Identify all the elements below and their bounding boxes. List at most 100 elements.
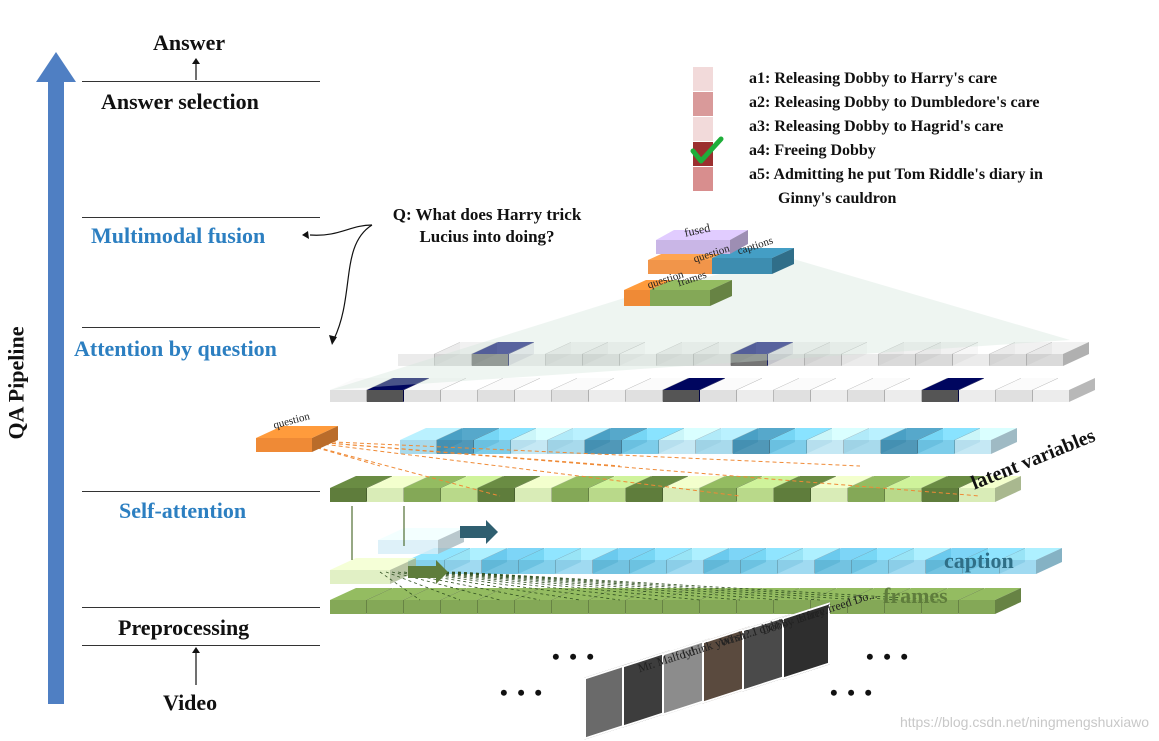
divider-fusion bbox=[82, 217, 320, 218]
attn-back-block-top bbox=[509, 342, 571, 354]
attn-front-block-top bbox=[367, 378, 429, 390]
frames-block-side bbox=[995, 588, 1021, 614]
frames-block-front bbox=[478, 600, 514, 614]
attn-back-block-top bbox=[805, 342, 867, 354]
attn-front-block-top bbox=[515, 378, 577, 390]
caption-block-top bbox=[815, 548, 877, 560]
attention-line bbox=[427, 571, 741, 601]
caption-block-front bbox=[741, 560, 777, 574]
fused-captions-block-side bbox=[772, 248, 794, 274]
latent-frame-block-top bbox=[663, 476, 725, 488]
latent-caption-block-front bbox=[770, 440, 806, 454]
frames-block-front bbox=[515, 600, 551, 614]
attn-front-block-top bbox=[663, 378, 725, 390]
attn-front-block-front bbox=[552, 390, 588, 402]
latent-caption-block-top bbox=[955, 428, 1017, 440]
attn-back-block-top bbox=[620, 342, 682, 354]
frames-block-front bbox=[848, 600, 884, 614]
divider-video bbox=[82, 645, 320, 646]
frames-block-top bbox=[626, 588, 688, 600]
latent-frame-block-top bbox=[367, 476, 429, 488]
caption-block-front bbox=[445, 560, 481, 574]
latent-frame-block-front bbox=[589, 488, 625, 502]
attn-front-block-front bbox=[1033, 390, 1069, 402]
attn-back-block-top bbox=[657, 342, 719, 354]
latent-frame-block-front bbox=[626, 488, 662, 502]
attn-front-block-top bbox=[774, 378, 836, 390]
latent-caption-block-front bbox=[918, 440, 954, 454]
latent-caption-block-top bbox=[733, 428, 795, 440]
latent-frame-block-top bbox=[626, 476, 688, 488]
frames-block-top bbox=[663, 588, 725, 600]
attn-front-block-top bbox=[441, 378, 503, 390]
latent-caption-block-front bbox=[437, 440, 473, 454]
attn-front-block-front bbox=[996, 390, 1032, 402]
latent-caption-block-top bbox=[807, 428, 869, 440]
caption-block-top bbox=[1000, 548, 1062, 560]
stage-attention-by-question: Attention by question bbox=[74, 336, 277, 361]
attn-front-block-top bbox=[959, 378, 1021, 390]
latent-frame-block-top bbox=[552, 476, 614, 488]
fused-question-block-front bbox=[624, 290, 650, 306]
latent-caption-block-front bbox=[807, 440, 843, 454]
attn-front-block-top bbox=[404, 378, 466, 390]
caption-block-top bbox=[963, 548, 1025, 560]
latent-frame-block-top bbox=[737, 476, 799, 488]
attn-back-block-front bbox=[583, 354, 619, 366]
frames-block-top bbox=[367, 588, 429, 600]
latent-caption-block-top bbox=[548, 428, 610, 440]
attn-back-block-top bbox=[916, 342, 978, 354]
caption-block-top bbox=[630, 548, 692, 560]
latent-frame-block-top bbox=[330, 476, 392, 488]
attn-front-block-front bbox=[959, 390, 995, 402]
answer-a3: a3: Releasing Dobby to Hagrid's care bbox=[749, 118, 1004, 135]
caption-arrow-icon bbox=[460, 520, 498, 544]
latent-caption-block-front bbox=[659, 440, 695, 454]
question-text: Q: What does Harry trick Lucius into doi… bbox=[392, 205, 582, 246]
attention-line bbox=[415, 571, 661, 601]
attn-front-block-front bbox=[922, 390, 958, 402]
latent-frame-block-front bbox=[811, 488, 847, 502]
latent-frame-block-front bbox=[848, 488, 884, 502]
latent-frame-block-front bbox=[330, 488, 366, 502]
latent-caption-block-top bbox=[585, 428, 647, 440]
attn-back-block-front bbox=[1027, 354, 1063, 366]
latent-caption-block-top bbox=[696, 428, 758, 440]
attn-back-block-top bbox=[583, 342, 645, 354]
caption-block-front bbox=[519, 560, 555, 574]
attn-back-block-front bbox=[916, 354, 952, 366]
frames-block-front bbox=[626, 600, 662, 614]
attention-line bbox=[451, 571, 901, 601]
latent-caption-block-front bbox=[474, 440, 510, 454]
fused-frames-block-front bbox=[650, 290, 710, 306]
attn-front-block-front bbox=[737, 390, 773, 402]
attn-back-block-top bbox=[398, 342, 460, 354]
fused-frames-block-side bbox=[710, 280, 732, 306]
caption-block-front bbox=[852, 560, 888, 574]
stage-answer: Answer bbox=[153, 30, 226, 55]
fused-question2-block-front bbox=[648, 260, 720, 274]
latent-caption-block-top bbox=[659, 428, 721, 440]
caption-layer-label: caption bbox=[944, 548, 1014, 573]
attn-front-block-top bbox=[922, 378, 984, 390]
attention-line bbox=[421, 571, 701, 601]
attn-back-block-front bbox=[435, 354, 471, 366]
watermark: https://blog.csdn.net/ningmengshuxiawo bbox=[899, 714, 1149, 730]
attn-front-block-top bbox=[700, 378, 762, 390]
latent-caption-block-front bbox=[881, 440, 917, 454]
attn-front-block-front bbox=[885, 390, 921, 402]
attn-front-block-top bbox=[737, 378, 799, 390]
attention-line bbox=[385, 571, 461, 601]
check-icon bbox=[690, 136, 724, 164]
caption-block-top bbox=[741, 548, 803, 560]
pipeline-axis-arrow bbox=[36, 52, 76, 704]
latent-frame-block-front bbox=[441, 488, 477, 502]
attn-back-block-top bbox=[842, 342, 904, 354]
caption-block-front bbox=[778, 560, 814, 574]
attn-back-block-top bbox=[694, 342, 756, 354]
divider-answer bbox=[82, 81, 320, 82]
attn-front-block-front bbox=[700, 390, 736, 402]
attn-front-block-top bbox=[848, 378, 910, 390]
latent-caption-block-top bbox=[844, 428, 906, 440]
attn-front-block-top bbox=[330, 378, 392, 390]
